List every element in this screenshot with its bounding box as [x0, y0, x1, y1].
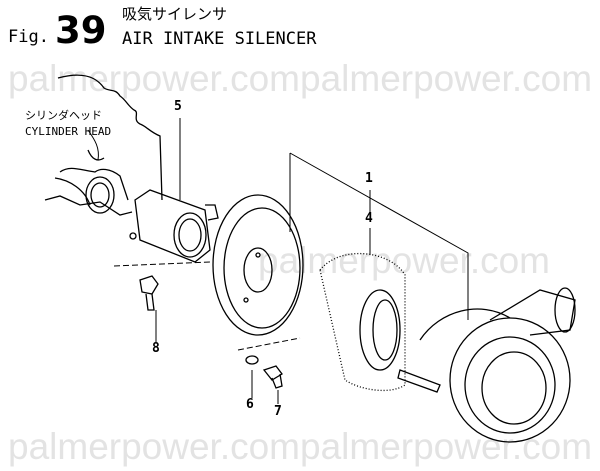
- part-1-silencer-cover: [397, 287, 576, 443]
- part-4-filter-element: [319, 252, 406, 392]
- callout-5: 5: [174, 99, 182, 114]
- watermark-middle: palmerpower.com: [258, 240, 551, 281]
- callout-7: 7: [274, 404, 282, 419]
- cylinder-head-drawing: [44, 74, 163, 216]
- callout-4: 4: [365, 211, 373, 226]
- callout-8: 8: [152, 341, 160, 356]
- figure-prefix: Fig.: [8, 27, 49, 47]
- part-8-bolt: [139, 275, 159, 311]
- callout-1: 1: [365, 171, 373, 186]
- cylinder-head-label-en: CYLINDER HEAD: [25, 125, 112, 138]
- watermark-top: palmerpower.compalmerpower.com: [8, 58, 593, 99]
- silencer-back-plate: [212, 194, 304, 336]
- part-7-bolt: [262, 365, 283, 389]
- title-english: AIR INTAKE SILENCER: [122, 29, 317, 49]
- leader-lines: [87, 118, 469, 404]
- cylinder-head-label-jp: シリンダヘッド: [25, 109, 102, 122]
- watermark-bottom: palmerpower.compalmerpower.com: [8, 426, 593, 467]
- callout-6: 6: [246, 397, 254, 412]
- part-6-washer: [245, 355, 259, 365]
- part-5-elbow: [129, 189, 219, 263]
- title-japanese: 吸気サイレンサ: [122, 5, 228, 23]
- figure-number: 39: [55, 9, 107, 52]
